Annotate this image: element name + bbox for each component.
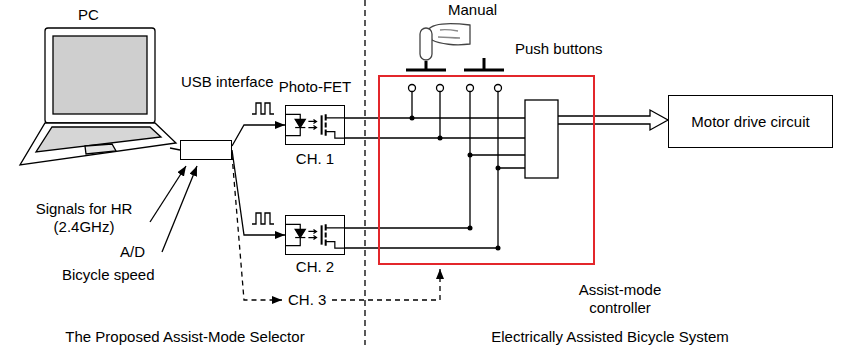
motor-drive-circuit: Motor drive circuit [668,95,833,148]
drawing-part [308,119,316,129]
text-label: PC [78,6,99,24]
drawing-part [170,148,180,150]
text-label: Bicycle speed [62,266,155,284]
connector [595,110,668,130]
drawing-part [295,127,305,128]
drawing-part [232,155,282,300]
drawing-part [326,228,344,248]
drawing-part [428,24,470,45]
drawing-part [295,119,305,127]
photo-fet-symbol [285,215,345,255]
drawing-part [410,116,501,251]
drawing-part [286,216,344,254]
text-label: The Proposed Assist-Mode Selector [35,328,335,346]
drawing-part [326,118,344,138]
assist-mode-controller: Assist-mode controller [378,75,595,265]
connector [345,117,378,118]
usb-interface-box: USB interface [180,140,232,160]
text-label: Manual [448,1,497,19]
drawing-part [295,237,305,238]
text-label: Push buttons [515,40,603,58]
drawing-part [53,36,147,114]
channel-label: CH. 1 [270,150,360,168]
text-label: Signals for HR (2.4GHz) [28,200,140,236]
drawing-part [85,144,116,154]
drawing-part [437,85,444,92]
drawing-part [496,246,501,251]
text-label: Electrically Assisted Bicycle System [455,328,765,346]
drawing-part [286,106,344,144]
drawing-part [20,0,595,345]
drawing-part [496,166,501,171]
drawing-part [295,229,305,237]
drawing-part [410,116,415,121]
drawing-part [308,229,316,239]
photo-fet-unit: CH. 2 [270,215,360,277]
drawing-part [420,28,432,60]
drawing-part [438,136,443,141]
drawing-part [409,85,416,92]
drawing-part [45,28,155,123]
connector [232,150,285,235]
drawing-part [150,166,186,222]
node-label: Assist-mode controller [570,281,670,317]
drawing-part [558,116,595,124]
drawing-part [412,92,525,249]
photo-fet-unit: Photo-FET CH. 1 [270,78,360,173]
text-label: A/D [120,243,145,261]
drawing-part [495,85,502,92]
drawing-part [321,225,323,244]
drawing-part [20,123,176,165]
node-label: USB interface [181,73,291,91]
drawing-part [252,213,274,224]
drawing-part [467,85,474,92]
text-label: CH. 3 [288,291,326,309]
connector [345,227,378,228]
drawing-part [406,58,504,70]
photo-fet-symbol [285,105,345,145]
drawing-part [332,269,440,300]
drawing-part [438,30,460,38]
drawing-part [321,115,323,134]
drawing-part [468,226,473,231]
drawing-part [162,166,197,252]
node-label: Motor drive circuit [691,113,809,131]
node-label: CH. 2 [270,258,360,276]
drawing-part [364,0,365,345]
drawing-part [252,103,274,114]
drawing-part [468,153,473,158]
connector [232,125,285,146]
drawing-part [525,100,558,178]
node-label: Photo-FET [270,78,360,96]
